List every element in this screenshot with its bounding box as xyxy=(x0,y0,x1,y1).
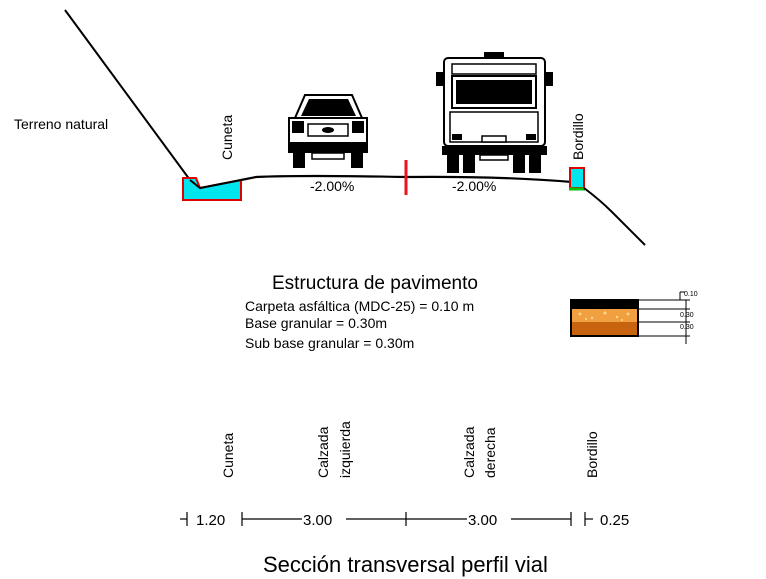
pavement-layer-1: Carpeta asfáltica (MDC-25) = 0.10 m xyxy=(245,298,474,314)
section-title: Sección transversal perfil vial xyxy=(263,552,548,577)
bordillo-label-top: Bordillo xyxy=(570,113,586,160)
column-label-calzada-izquierda-2: izquierda xyxy=(337,421,353,478)
pavement-layer-2: Base granular = 0.30m xyxy=(245,315,387,331)
pavement-layer-3: Sub base granular = 0.30m xyxy=(245,335,414,351)
natural-terrain-slope xyxy=(64,9,191,181)
bus-rear-icon xyxy=(436,52,553,173)
embankment-slope xyxy=(583,187,646,246)
column-label-bordillo: Bordillo xyxy=(584,431,600,478)
dimension-cuneta: 1.20 xyxy=(196,512,225,529)
dimension-right-lane: 3.00 xyxy=(468,512,497,529)
slope-right-label: -2.00% xyxy=(452,178,496,194)
thickness-label-1: 0.10 xyxy=(684,291,698,298)
cuneta-profile-line xyxy=(189,179,242,190)
column-label-calzada-derecha-2: derecha xyxy=(482,427,498,478)
dimension-left-lane: 3.00 xyxy=(303,512,332,529)
dimension-line xyxy=(180,512,593,526)
column-label-calzada-derecha-1: Calzada xyxy=(461,426,477,478)
pavement-thickness-dimensions xyxy=(638,291,690,344)
pickup-truck-rear-icon xyxy=(288,94,368,168)
bordillo-block xyxy=(569,167,585,189)
pavement-structure-swatch xyxy=(570,299,639,337)
slope-left-label: -2.00% xyxy=(310,178,354,194)
thickness-label-3: 0.30 xyxy=(680,324,694,331)
cuneta-label-top: Cuneta xyxy=(219,115,235,160)
pavement-title: Estructura de pavimento xyxy=(272,273,478,294)
column-label-cuneta: Cuneta xyxy=(220,433,236,478)
column-label-calzada-izquierda-1: Calzada xyxy=(315,426,331,478)
dimension-bordillo: 0.25 xyxy=(600,512,629,529)
thickness-label-2: 0.30 xyxy=(680,312,694,319)
terrain-label: Terreno natural xyxy=(14,116,108,132)
